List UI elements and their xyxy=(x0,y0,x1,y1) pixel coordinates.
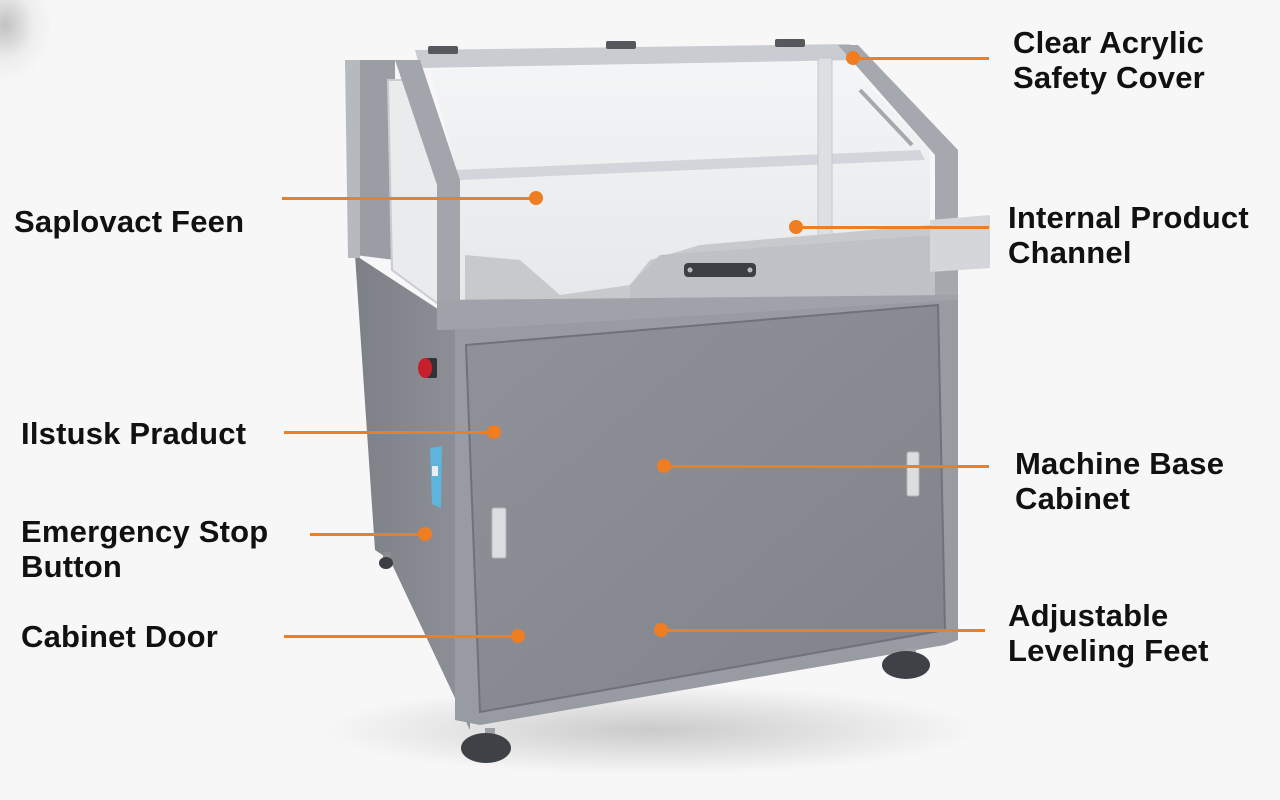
callout-label-machine-base-cabinet: Machine Base Cabinet xyxy=(1015,446,1225,516)
callout-marker-dot xyxy=(487,425,501,439)
callout-marker-dot xyxy=(657,459,671,473)
callout-leader-line xyxy=(853,57,989,60)
callout-leader-line xyxy=(282,197,536,200)
callout-label-saplovact-feen: Saplovact Feen xyxy=(14,204,245,239)
callout-marker-dot xyxy=(418,527,432,541)
callout-leader-line xyxy=(664,465,989,468)
background-shadow xyxy=(0,0,50,80)
callout-label-adjustable-leveling-feet: Adjustable Leveling Feet xyxy=(1008,598,1209,668)
callout-label-emergency-stop-button: Emergency Stop Button xyxy=(21,514,269,584)
callout-leader-line xyxy=(796,226,989,229)
callout-marker-dot xyxy=(846,51,860,65)
callout-label-clear-acrylic-safety-cover: Clear Acrylic Safety Cover xyxy=(1013,25,1205,95)
callout-marker-dot xyxy=(511,629,525,643)
callout-leader-line xyxy=(661,629,985,632)
callout-label-cabinet-door: Cabinet Door xyxy=(21,619,219,654)
callout-marker-dot xyxy=(789,220,803,234)
callout-leader-line xyxy=(310,533,424,536)
callout-marker-dot xyxy=(654,623,668,637)
callout-leader-line xyxy=(284,431,494,434)
callout-label-ilstusk-praduct: Ilstusk Praduct xyxy=(21,416,247,451)
callout-label-internal-product-channel: Internal Product Channel xyxy=(1008,200,1249,270)
callout-marker-dot xyxy=(529,191,543,205)
callout-leader-line xyxy=(284,635,518,638)
